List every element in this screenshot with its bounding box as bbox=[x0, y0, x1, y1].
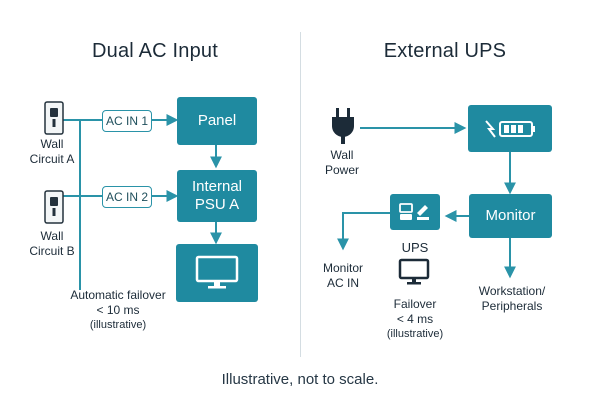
display-box bbox=[176, 244, 258, 302]
internal-psu-box: Internal PSU A bbox=[177, 170, 257, 222]
wall-power-label: Wall Power bbox=[314, 148, 370, 178]
wall-power-line2: Power bbox=[324, 163, 359, 177]
failover-right-line1: Failover bbox=[393, 297, 437, 311]
failover-right-line3: (illustrative) bbox=[386, 328, 444, 340]
ups-control-box bbox=[390, 194, 440, 230]
failover-left-line3: (illustrative) bbox=[89, 319, 147, 331]
wall-circuit-a-label: Wall Circuit A bbox=[22, 137, 82, 167]
monitor-ac-in-label: Monitor AC IN bbox=[312, 261, 374, 291]
ups-label: UPS bbox=[401, 240, 429, 255]
ups-battery-box bbox=[468, 105, 552, 152]
section-divider bbox=[300, 32, 301, 357]
monitor-icon bbox=[398, 258, 430, 291]
monitor-icon bbox=[195, 255, 239, 289]
internal-psu-line1: Internal bbox=[191, 178, 243, 195]
wall-circuit-b-line1: Wall bbox=[40, 229, 64, 243]
wall-circuit-b-label: Wall Circuit B bbox=[22, 229, 82, 259]
failover-note-left: Automatic failover < 10 ms (illustrative… bbox=[58, 288, 178, 333]
dual-ac-title: Dual AC Input bbox=[91, 40, 218, 62]
outlet-icon bbox=[44, 190, 64, 229]
failover-right-line2: < 4 ms bbox=[396, 312, 434, 326]
workstation-line1: Workstation/ bbox=[478, 284, 546, 298]
outlet-icon bbox=[44, 101, 64, 140]
plug-icon bbox=[328, 106, 358, 151]
wall-power-line1: Wall bbox=[330, 148, 354, 162]
failover-note-right: Failover < 4 ms (illustrative) bbox=[370, 297, 460, 342]
internal-psu-line2: PSU A bbox=[194, 196, 240, 213]
workstation-line2: Peripherals bbox=[481, 299, 543, 313]
failover-left-line2: < 10 ms bbox=[96, 303, 140, 317]
monitor-box: Monitor bbox=[469, 194, 552, 238]
wall-circuit-b-line2: Circuit B bbox=[29, 244, 75, 258]
ac-in-1-label: AC IN 1 bbox=[102, 110, 152, 132]
battery-icon bbox=[485, 119, 535, 138]
panel-box: Panel bbox=[177, 97, 257, 145]
monitor-ac-in-line1: Monitor bbox=[322, 261, 363, 275]
wall-circuit-a-line1: Wall bbox=[40, 137, 64, 151]
external-ups-title: External UPS bbox=[383, 40, 507, 62]
ac-in-2-label: AC IN 2 bbox=[102, 186, 152, 208]
wall-circuit-a-line2: Circuit A bbox=[29, 152, 75, 166]
monitor-ac-in-line2: AC IN bbox=[326, 276, 359, 290]
ups-icon bbox=[399, 203, 429, 220]
workstation-label: Workstation/ Peripherals bbox=[466, 284, 558, 314]
failover-left-line1: Automatic failover bbox=[70, 288, 166, 302]
footer-note: Illustrative, not to scale. bbox=[221, 371, 379, 388]
